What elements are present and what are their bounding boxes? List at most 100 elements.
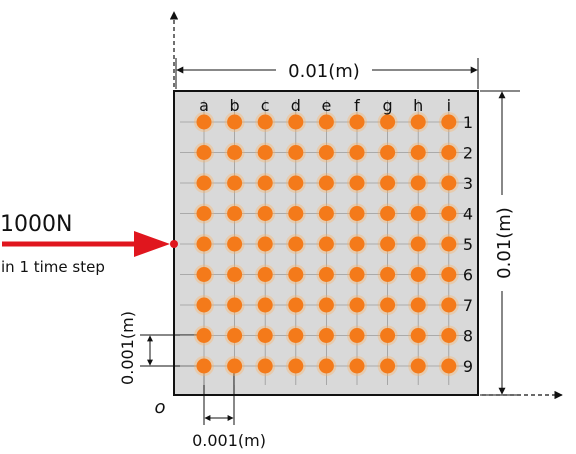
node-h2 xyxy=(408,142,429,163)
node-c5 xyxy=(255,234,276,254)
node-f8 xyxy=(347,325,367,346)
node-d6 xyxy=(285,264,306,285)
node-b6 xyxy=(224,264,245,285)
column-label-a: a xyxy=(199,96,209,115)
node-b9 xyxy=(224,356,245,376)
node-e1 xyxy=(316,112,337,132)
node-g8 xyxy=(377,325,398,346)
column-label-e: e xyxy=(321,96,331,115)
force-arrow xyxy=(2,231,170,257)
node-c2 xyxy=(255,142,276,163)
node-e7 xyxy=(316,295,337,315)
node-b8 xyxy=(224,325,245,346)
row-label-1: 1 xyxy=(463,113,473,132)
origin-label: o xyxy=(154,397,165,418)
node-i8 xyxy=(438,325,459,346)
node-b4 xyxy=(224,203,245,224)
node-b3 xyxy=(224,173,245,193)
row-label-2: 2 xyxy=(463,144,473,163)
node-a8 xyxy=(194,325,214,346)
node-g6 xyxy=(377,264,398,285)
row-label-9: 9 xyxy=(463,357,473,376)
particle-nodes xyxy=(194,112,459,376)
node-i7 xyxy=(438,295,459,315)
node-d9 xyxy=(285,356,306,376)
row-label-6: 6 xyxy=(463,266,473,285)
node-e4 xyxy=(316,203,337,224)
force-duration-label: in 1 time step xyxy=(1,258,105,276)
node-f7 xyxy=(347,295,367,315)
node-g5 xyxy=(377,234,398,254)
node-i3 xyxy=(438,173,459,193)
node-d7 xyxy=(285,295,306,315)
node-i9 xyxy=(438,356,459,376)
column-label-f: f xyxy=(354,96,360,115)
node-d5 xyxy=(285,234,306,254)
column-label-h: h xyxy=(413,96,423,115)
node-c8 xyxy=(255,325,276,346)
column-label-b: b xyxy=(230,96,240,115)
node-g2 xyxy=(377,142,398,163)
row-label-7: 7 xyxy=(463,296,473,315)
node-b1 xyxy=(224,112,245,132)
node-d1 xyxy=(285,112,306,132)
node-d3 xyxy=(285,173,306,193)
node-c1 xyxy=(255,112,276,132)
node-a2 xyxy=(194,142,214,163)
node-g3 xyxy=(377,173,398,193)
force-label: 1000N xyxy=(0,212,72,237)
node-f5 xyxy=(347,234,367,254)
node-h1 xyxy=(408,112,429,132)
node-b2 xyxy=(224,142,245,163)
vspacing-label: 0.001(m) xyxy=(118,311,137,385)
row-label-4: 4 xyxy=(463,205,473,224)
node-c7 xyxy=(255,295,276,315)
node-f1 xyxy=(347,112,367,132)
width-label: 0.01(m) xyxy=(288,61,360,82)
node-i1 xyxy=(438,112,459,132)
node-i2 xyxy=(438,142,459,163)
node-d2 xyxy=(285,142,306,163)
column-label-i: i xyxy=(447,96,451,115)
node-h3 xyxy=(408,173,429,193)
node-c3 xyxy=(255,173,276,193)
node-e2 xyxy=(316,142,337,163)
node-e3 xyxy=(316,173,337,193)
node-d8 xyxy=(285,325,306,346)
node-h4 xyxy=(408,203,429,224)
column-label-d: d xyxy=(291,96,301,115)
node-f3 xyxy=(347,173,367,193)
node-f4 xyxy=(347,203,367,224)
node-h8 xyxy=(408,325,429,346)
node-g4 xyxy=(377,203,398,224)
node-g1 xyxy=(377,112,398,132)
load-application-point xyxy=(170,240,178,248)
node-a6 xyxy=(194,264,214,285)
node-a4 xyxy=(194,203,214,224)
node-c6 xyxy=(255,264,276,285)
node-g9 xyxy=(377,356,398,376)
node-e6 xyxy=(316,264,337,285)
node-f6 xyxy=(347,264,367,285)
node-h5 xyxy=(408,234,429,254)
node-g7 xyxy=(377,295,398,315)
node-e9 xyxy=(316,356,337,376)
node-h6 xyxy=(408,264,429,285)
node-a1 xyxy=(194,112,214,132)
node-f2 xyxy=(347,142,367,163)
row-label-3: 3 xyxy=(463,174,473,193)
node-b7 xyxy=(224,295,245,315)
node-b5 xyxy=(224,234,245,254)
row-label-8: 8 xyxy=(463,327,473,346)
column-label-g: g xyxy=(383,96,393,115)
node-i5 xyxy=(438,234,459,254)
height-label: 0.01(m) xyxy=(494,207,515,279)
node-h9 xyxy=(408,356,429,376)
node-f9 xyxy=(347,356,367,376)
node-h7 xyxy=(408,295,429,315)
node-i6 xyxy=(438,264,459,285)
node-a9 xyxy=(194,356,214,376)
